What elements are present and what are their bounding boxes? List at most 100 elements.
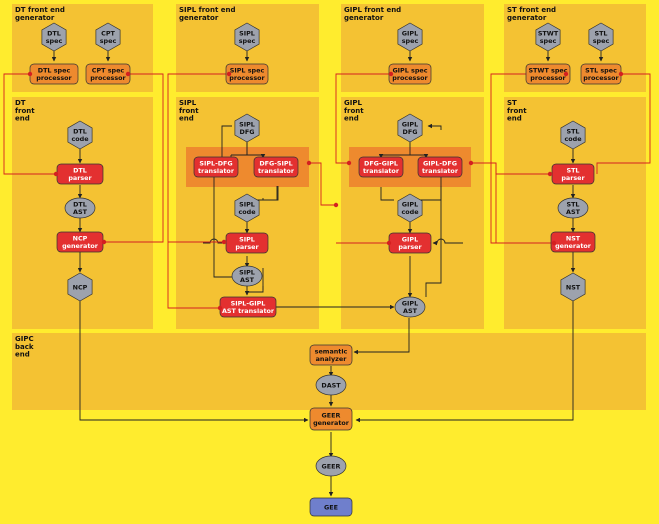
connector-dot <box>27 71 33 77</box>
connector-dot <box>333 202 339 208</box>
node-label: spec <box>46 37 63 45</box>
node-label: NCP <box>73 235 88 243</box>
node-label: NST <box>566 283 581 291</box>
node-label: GIPL <box>402 236 418 244</box>
ellipse-shape <box>315 455 347 477</box>
hexagon-shape <box>67 272 93 302</box>
panel-label: ST <box>507 99 517 107</box>
node-label: AST translator <box>222 307 275 315</box>
node-label: GIPL <box>402 121 418 129</box>
node-label: parser <box>561 174 585 182</box>
gipl-proc-to-band <box>335 73 391 164</box>
node-label: processor <box>392 74 428 82</box>
panel-label: GIPL front end <box>344 6 401 14</box>
node-label: SIPL <box>239 121 255 129</box>
hexagon-shape <box>41 22 67 52</box>
connector-dot <box>221 239 227 245</box>
node-label: SIPL spec <box>230 67 265 75</box>
node-label: DTL <box>47 30 61 38</box>
geer: GEER <box>315 455 347 477</box>
connector-dot <box>226 71 232 77</box>
node-label: translator <box>258 167 295 175</box>
panel-label: GIPC <box>15 335 34 343</box>
box-shape <box>253 156 299 178</box>
node-label: SIPL <box>239 30 255 38</box>
panel-label: generator <box>344 14 384 22</box>
hexagon-shape <box>234 22 260 52</box>
node-label: DFG <box>240 128 255 136</box>
panel-label: end <box>507 115 522 123</box>
node-label: translator <box>422 167 459 175</box>
flow-edge <box>425 174 442 297</box>
node-label: DFG-GIPL <box>364 160 398 168</box>
panel-label: generator <box>15 14 55 22</box>
panel-label: ST front end <box>507 6 556 14</box>
node-label: GIPL spec <box>392 67 427 75</box>
node-label: GEE <box>324 503 338 511</box>
node-label: code <box>401 208 419 216</box>
node-label: SIPL <box>239 269 255 277</box>
node-label: translator <box>198 167 235 175</box>
node-label: spec <box>100 37 117 45</box>
node-label: STL <box>566 167 579 175</box>
connector-dot <box>53 171 59 177</box>
flow-edge <box>213 174 232 278</box>
node-label: DFG-SIPL <box>259 160 292 168</box>
panel-label: back <box>15 343 34 351</box>
connector-dot <box>125 71 131 77</box>
ellipse-shape <box>557 197 589 219</box>
box-shape <box>417 156 463 178</box>
node-label: spec <box>540 37 557 45</box>
panel-label: front <box>344 107 364 115</box>
panel-label: generator <box>179 14 219 22</box>
gee: GEE <box>309 497 353 517</box>
node-label: parser <box>68 174 92 182</box>
connector-dot <box>386 240 392 246</box>
node-label: DTL spec <box>38 67 71 75</box>
nst-to-geer <box>355 300 574 423</box>
panel-label: end <box>344 115 359 123</box>
panel-label: front <box>507 107 527 115</box>
node-label: generator <box>555 242 592 250</box>
node-label: code <box>238 208 256 216</box>
flow-edge <box>231 142 248 156</box>
node-label: DFG <box>403 128 418 136</box>
node-label: generator <box>313 419 350 427</box>
box-shape <box>358 156 404 178</box>
ellipse-shape <box>64 197 96 219</box>
ellipse-shape <box>394 296 426 318</box>
node-label: NST <box>566 235 581 243</box>
box-shape <box>525 63 571 85</box>
node-label: processor <box>583 74 619 82</box>
node-label: GIPL <box>402 30 418 38</box>
hexagon-shape <box>588 22 614 52</box>
connector-dot <box>388 71 394 77</box>
